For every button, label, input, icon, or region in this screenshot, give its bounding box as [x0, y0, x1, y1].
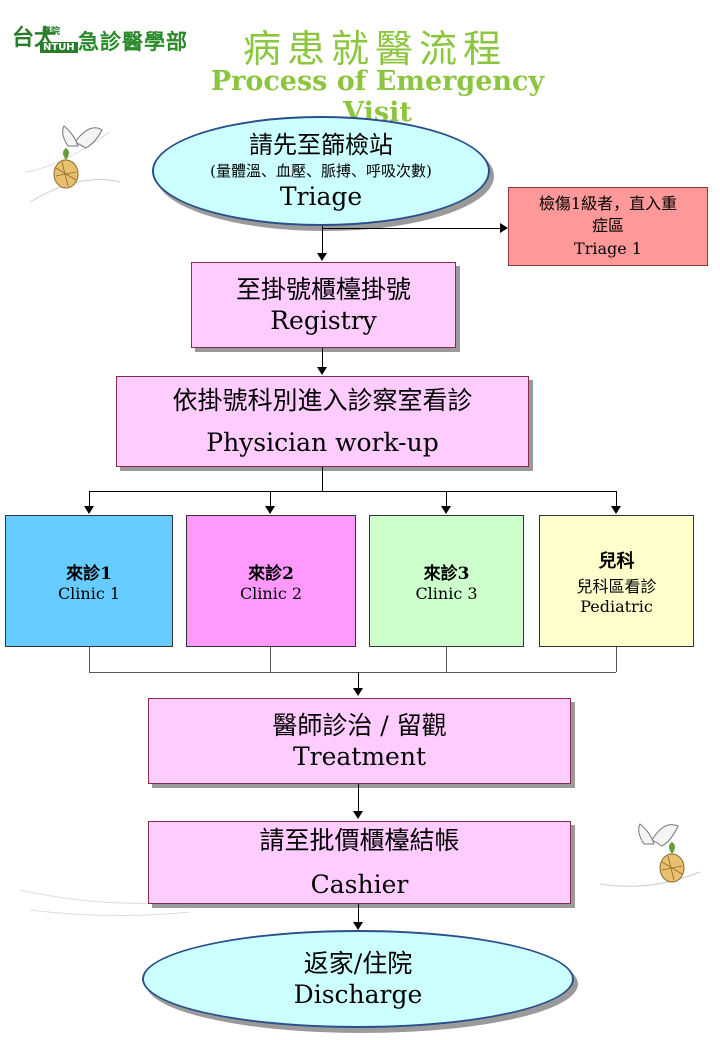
triage1-label-cn-line2: 症區	[591, 216, 624, 236]
triage-detail: (量體溫、血壓、脈搏、呼吸次數)	[210, 161, 432, 180]
registry-node: 至掛號櫃檯掛號 Registry	[191, 262, 456, 348]
triage1-node: 檢傷1級者，直入重 症區 Triage 1	[508, 187, 708, 266]
discharge-label-en: Discharge	[293, 980, 423, 1009]
clinic3-node: 來診3 Clinic 3	[369, 515, 524, 647]
branch-bus	[89, 491, 616, 492]
clinic3-label-cn: 來診3	[423, 564, 470, 584]
cashier-label-en: Cashier	[310, 869, 409, 899]
connector-physician-branch	[322, 467, 323, 491]
arrow-cashier	[353, 811, 363, 819]
discharge-node: 返家/住院 Discharge	[142, 930, 574, 1028]
arrow-registry	[317, 253, 327, 261]
merge-bus	[89, 672, 616, 673]
arrow-pediatric	[611, 506, 621, 514]
physician-node: 依掛號科別進入診察室看診 Physician work-up	[116, 376, 529, 467]
page-title-en: Process of Emergency Visit	[210, 66, 545, 128]
dove-decoration-left	[24, 125, 121, 203]
ntuh-logo: 台大 醫院 NTUH 急診醫學部	[10, 22, 200, 58]
arrow-clinic2	[265, 506, 275, 514]
registry-label-cn: 至掛號櫃檯掛號	[235, 274, 411, 304]
clinic1-label-en: Clinic 1	[57, 584, 121, 603]
merge-clinic1	[89, 647, 90, 672]
connector-treatment-cashier	[358, 784, 359, 812]
connector-pediatric	[616, 491, 617, 507]
pediatric-node: 兒科 兒科區看診 Pediatric	[539, 515, 694, 647]
physician-label-en: Physician work-up	[206, 427, 439, 457]
treatment-node: 醫師診治 / 留觀 Treatment	[148, 698, 571, 784]
discharge-label-cn: 返家/住院	[303, 948, 413, 978]
treatment-label-cn: 醫師診治 / 留觀	[272, 710, 447, 740]
registry-label-en: Registry	[270, 306, 377, 335]
connector-registry-physician	[322, 348, 323, 368]
dove-decoration-right	[600, 823, 701, 887]
connector-cashier-discharge	[358, 904, 359, 924]
triage1-label-cn-line1: 檢傷1級者，直入重	[538, 193, 678, 213]
clinic1-node: 來診1 Clinic 1	[5, 515, 173, 647]
department-name: 急診醫學部	[78, 30, 188, 54]
pediatric-label-en: Pediatric	[580, 596, 653, 616]
physician-label-cn: 依掛號科別進入診察室看診	[172, 386, 473, 416]
clinic3-label-en: Clinic 3	[415, 584, 478, 603]
cashier-label-cn: 請至批價櫃檯結帳	[259, 826, 460, 856]
clinic2-label-en: Clinic 2	[239, 584, 303, 603]
arrow-clinic1	[84, 506, 94, 514]
triage-label-cn: 請先至篩檢站	[249, 130, 393, 159]
ntuh-logo-mark: 台大 醫院 NTUH	[10, 22, 78, 58]
connector-clinic2	[270, 491, 271, 507]
clinic2-label-cn: 來診2	[248, 564, 294, 584]
connector-merge-treatment	[358, 672, 359, 688]
merge-clinic3	[446, 647, 447, 672]
connector-triage-triage1	[322, 228, 502, 229]
treatment-label-en: Treatment	[292, 742, 427, 771]
merge-pediatric	[616, 647, 617, 672]
logo-hospital-text: 醫院	[42, 27, 61, 37]
connector-triage-registry	[322, 226, 323, 254]
clinic2-node: 來診2 Clinic 2	[186, 515, 356, 647]
triage-node: 請先至篩檢站 (量體溫、血壓、脈搏、呼吸次數) Triage	[152, 116, 490, 226]
arrow-physician	[317, 367, 327, 375]
cashier-node: 請至批價櫃檯結帳 Cashier	[148, 821, 571, 904]
arrow-treatment	[353, 688, 363, 696]
logo-ntuh-text: NTUH	[40, 42, 78, 53]
arrow-clinic3	[441, 506, 451, 514]
triage1-label-en: Triage 1	[574, 238, 642, 258]
arrow-triage1	[500, 223, 508, 233]
pediatric-label-cn2: 兒科區看診	[576, 576, 657, 596]
page-title-cn: 病患就醫流程	[242, 27, 507, 71]
clinic1-label-cn: 來診1	[66, 564, 112, 584]
merge-clinic2	[270, 647, 271, 672]
pediatric-label-cn: 兒科	[598, 550, 635, 572]
triage-label-en: Triage	[279, 181, 363, 211]
connector-clinic1	[89, 491, 90, 507]
arrow-discharge	[353, 922, 363, 930]
connector-clinic3	[446, 491, 447, 507]
